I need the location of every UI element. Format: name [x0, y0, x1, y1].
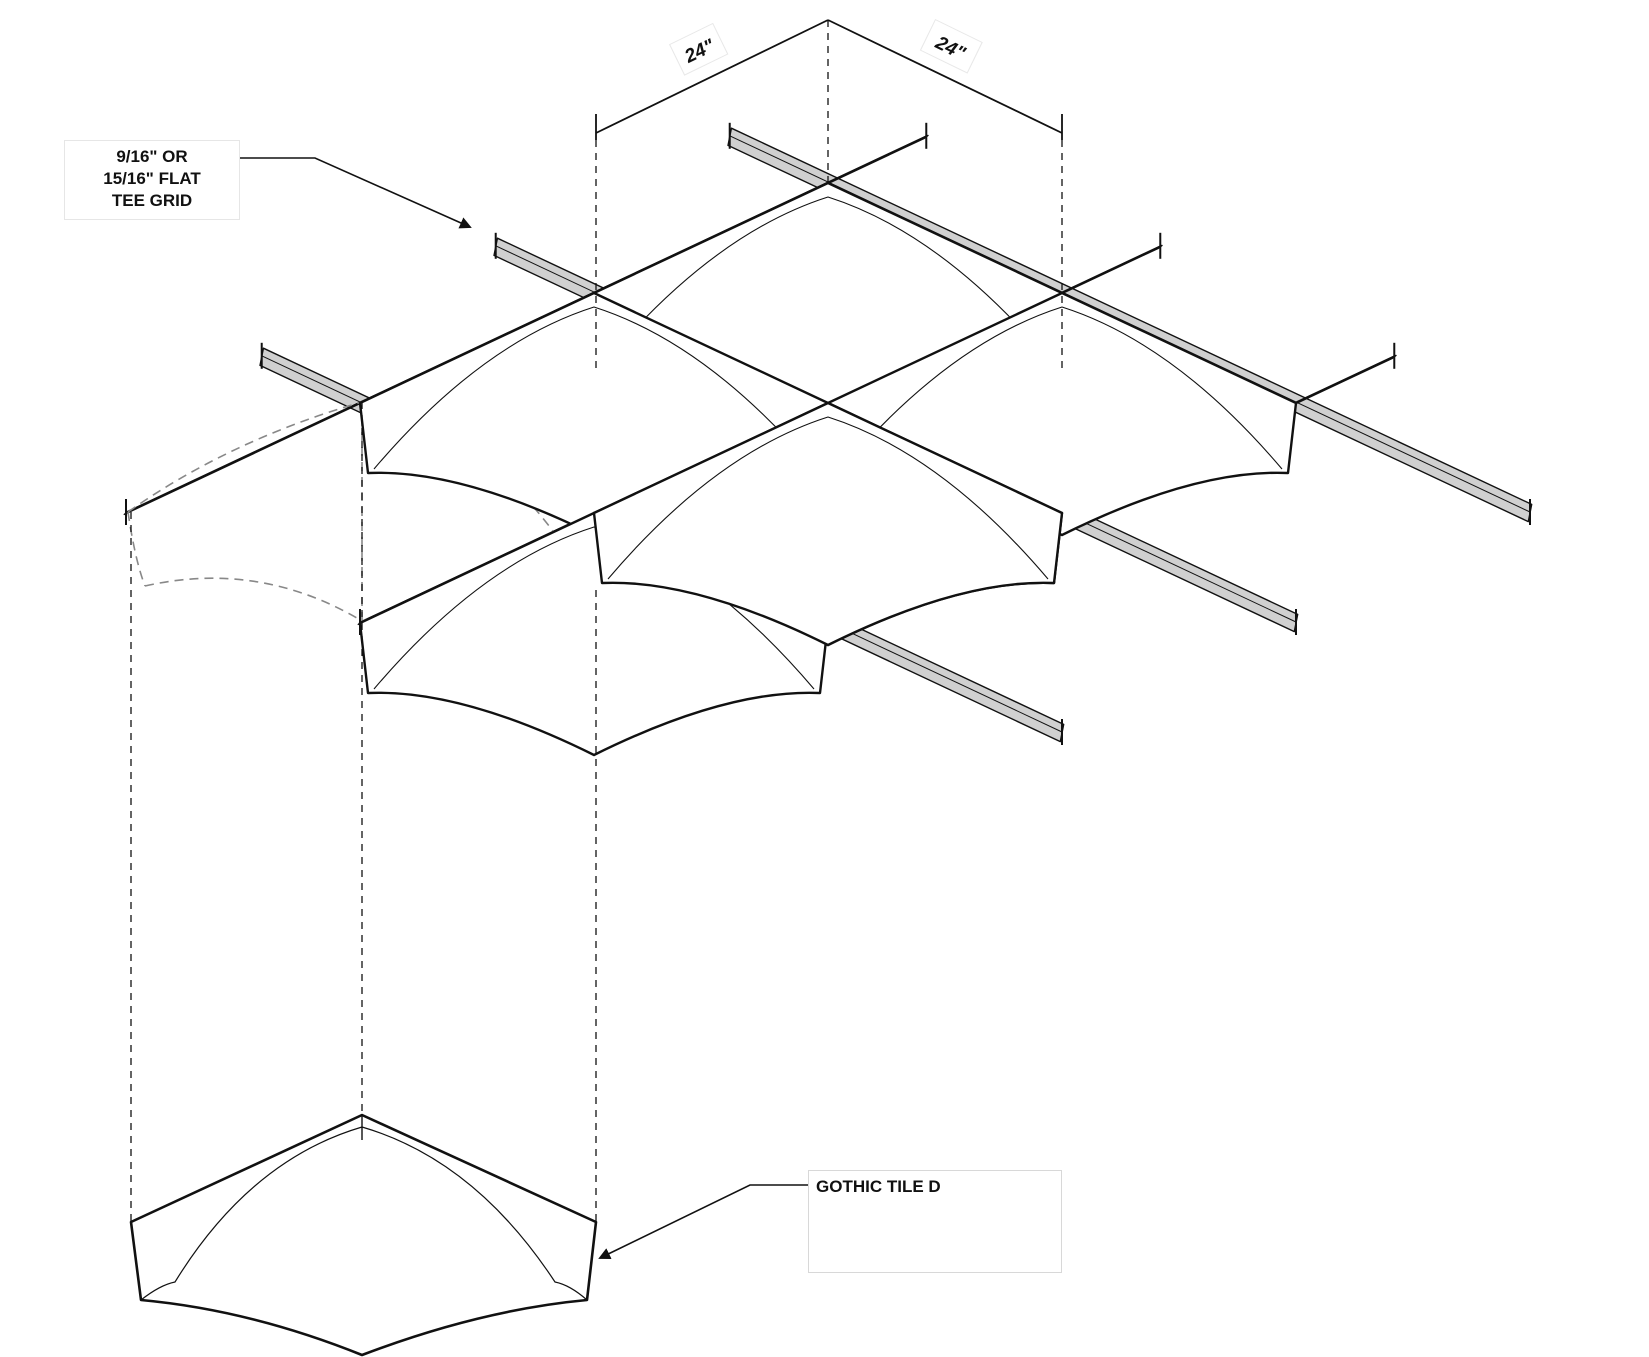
gothic-tile-callout: GOTHIC TILE D [808, 1170, 1062, 1273]
gothic-tile-d-exploded [129, 1113, 598, 1357]
dimension-label-right: 24" [919, 18, 983, 74]
tile-leader-arrow [598, 1184, 808, 1260]
gothic-tile-5 [592, 401, 1064, 647]
gothic-tile-0-vault-curve [607, 196, 1049, 360]
tee-grid-callout-line-2: 15/16" FLAT [103, 169, 201, 188]
projection-lines [130, 20, 1063, 1222]
tee-grid-callout-line-1: 9/16" OR [116, 147, 188, 166]
dimension-label-left: 24" [668, 22, 729, 76]
exploded-tile-outline [129, 1113, 598, 1357]
tee-grid-callout: 9/16" OR 15/16" FLAT TEE GRID [64, 140, 240, 220]
grid-leader-arrow [240, 157, 472, 229]
installed-gothic-tiles [358, 181, 1298, 757]
gothic-tile-callout-text: GOTHIC TILE D [816, 1177, 941, 1196]
leader-lines [240, 157, 808, 1260]
gothic-tile-1-vault-curve [373, 306, 815, 470]
left-dimension-line [595, 19, 829, 134]
gothic-tile-5-vault-curve [607, 416, 1049, 580]
gothic-tile-4-vault-curve [373, 526, 815, 690]
dimension-lines [595, 19, 1063, 140]
tee-grid-callout-line-3: TEE GRID [111, 191, 193, 210]
right-dimension-line [827, 19, 1063, 134]
gothic-tile-2-vault-curve [841, 306, 1283, 470]
